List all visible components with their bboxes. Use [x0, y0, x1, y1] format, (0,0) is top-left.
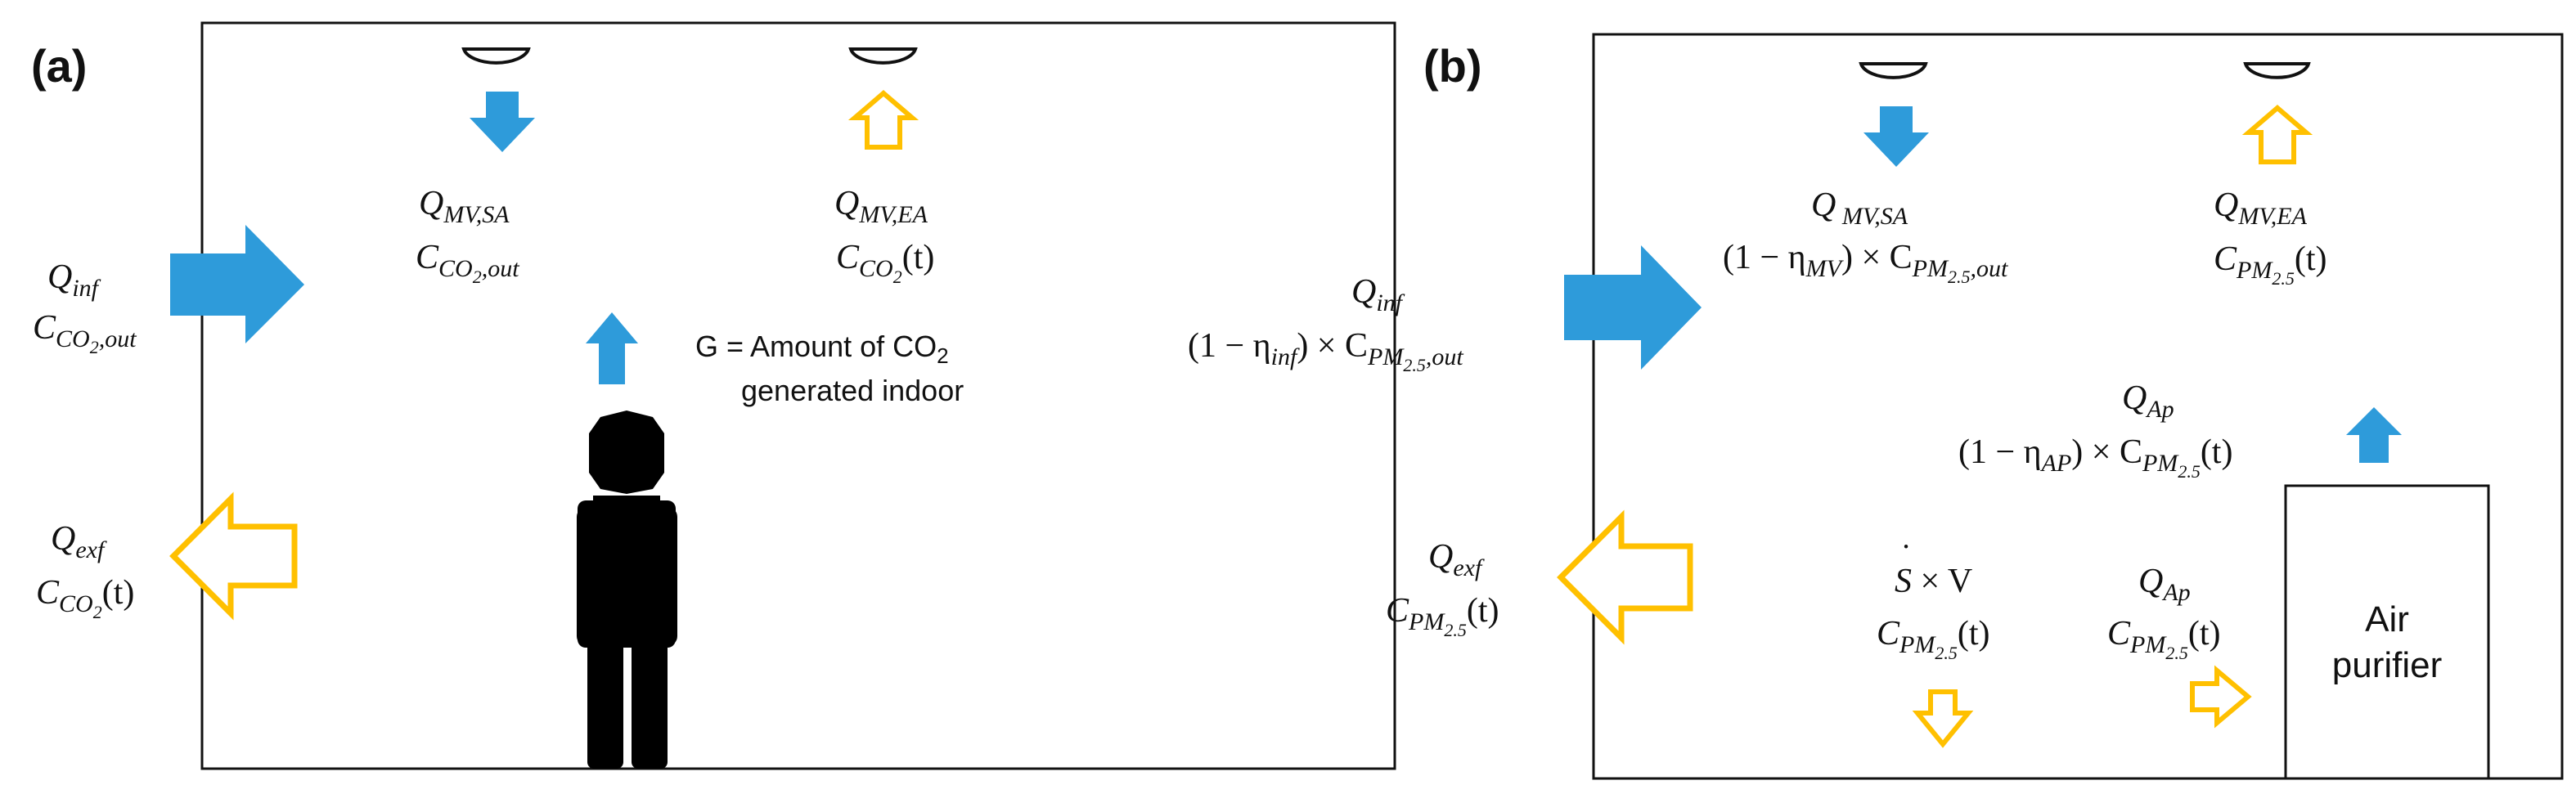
sa-flow-b-label: Q MV,SA: [1811, 186, 1908, 230]
exfiltration-arrow-b-icon: [1557, 509, 1693, 645]
exhaust-air-arrow-b-icon: [2241, 105, 2313, 164]
deposition-arrow-icon: [1912, 689, 1974, 748]
ap-intake-flow-label: QAp: [2138, 563, 2191, 606]
deposition-dot-label: ˙: [1900, 538, 1912, 576]
panel-b: (b) Air purifier Qinf (1 − ηinf) × CPM2.…: [1188, 33, 2564, 780]
diffuser-ea-a-icon: [848, 47, 918, 65]
generation-line2-label: generated indoor: [741, 374, 964, 407]
supply-air-arrow-b-icon: [1863, 106, 1929, 167]
exf-conc-b-label: CPM2.5(t): [1386, 592, 1499, 640]
ea-flow-a-label: QMV,EA: [834, 185, 928, 228]
infiltration-arrow-a-icon: [170, 225, 304, 343]
panel-a-label: (a): [31, 40, 87, 92]
deposition-rate-label: S × V: [1895, 563, 1972, 600]
diffuser-sa-a-icon: [461, 47, 531, 65]
exfiltration-arrow-a-icon: [169, 491, 298, 621]
air-purifier-line1-label: Air: [2365, 599, 2409, 639]
room-b-outline: [1592, 33, 2564, 780]
inf-flow-a-label: Qinf: [47, 258, 101, 302]
sa-conc-b-label: (1 − ηMV) × CPM2.5,out: [1723, 239, 2008, 287]
ap-intake-conc-label: CPM2.5(t): [2107, 615, 2221, 663]
generation-arrow-icon: [586, 312, 638, 384]
panel-a: (a) Qinf CCO2,out Qexf CCO2(t) Q: [31, 21, 1396, 770]
ea-conc-b-label: CPM2.5(t): [2214, 240, 2327, 289]
purifier-intake-arrow-icon: [2190, 665, 2252, 729]
person-icon: [577, 410, 677, 769]
exf-conc-a-label: CCO2(t): [36, 574, 134, 622]
ea-flow-b-label: QMV,EA: [2214, 186, 2308, 230]
purifier-outflow-arrow-icon: [2346, 407, 2402, 463]
exf-flow-a-label: Qexf: [51, 520, 107, 563]
supply-air-arrow-a-icon: [470, 92, 535, 152]
panel-b-label: (b): [1423, 40, 1482, 92]
exf-flow-b-label: Qexf: [1428, 538, 1485, 581]
ap-outflow-flow-label: QAp: [2122, 379, 2174, 423]
generation-line1-label: G = Amount of CO2: [695, 330, 949, 368]
sa-conc-a-label: CCO2,out: [416, 239, 519, 287]
infiltration-arrow-b-icon: [1564, 245, 1702, 370]
inf-conc-b-label: (1 − ηinf) × CPM2.5,out: [1188, 327, 1463, 375]
air-purifier-line2-label: purifier: [2332, 645, 2443, 685]
inf-conc-a-label: CCO2,out: [33, 309, 137, 357]
ap-outflow-conc-label: (1 − ηAP) × CPM2.5(t): [1958, 433, 2232, 482]
room-a-outline: [200, 21, 1396, 770]
sa-flow-a-label: QMV,SA: [419, 185, 510, 228]
diffuser-sa-b-icon: [1859, 62, 1928, 79]
inf-flow-b-label: Qinf: [1351, 273, 1405, 316]
air-purifier-box: [2284, 484, 2490, 780]
exhaust-air-arrow-a-icon: [847, 90, 919, 150]
diffuser-ea-b-icon: [2243, 62, 2311, 79]
ea-conc-a-label: CCO2(t): [836, 239, 934, 287]
deposition-conc-label: CPM2.5(t): [1877, 615, 1990, 663]
